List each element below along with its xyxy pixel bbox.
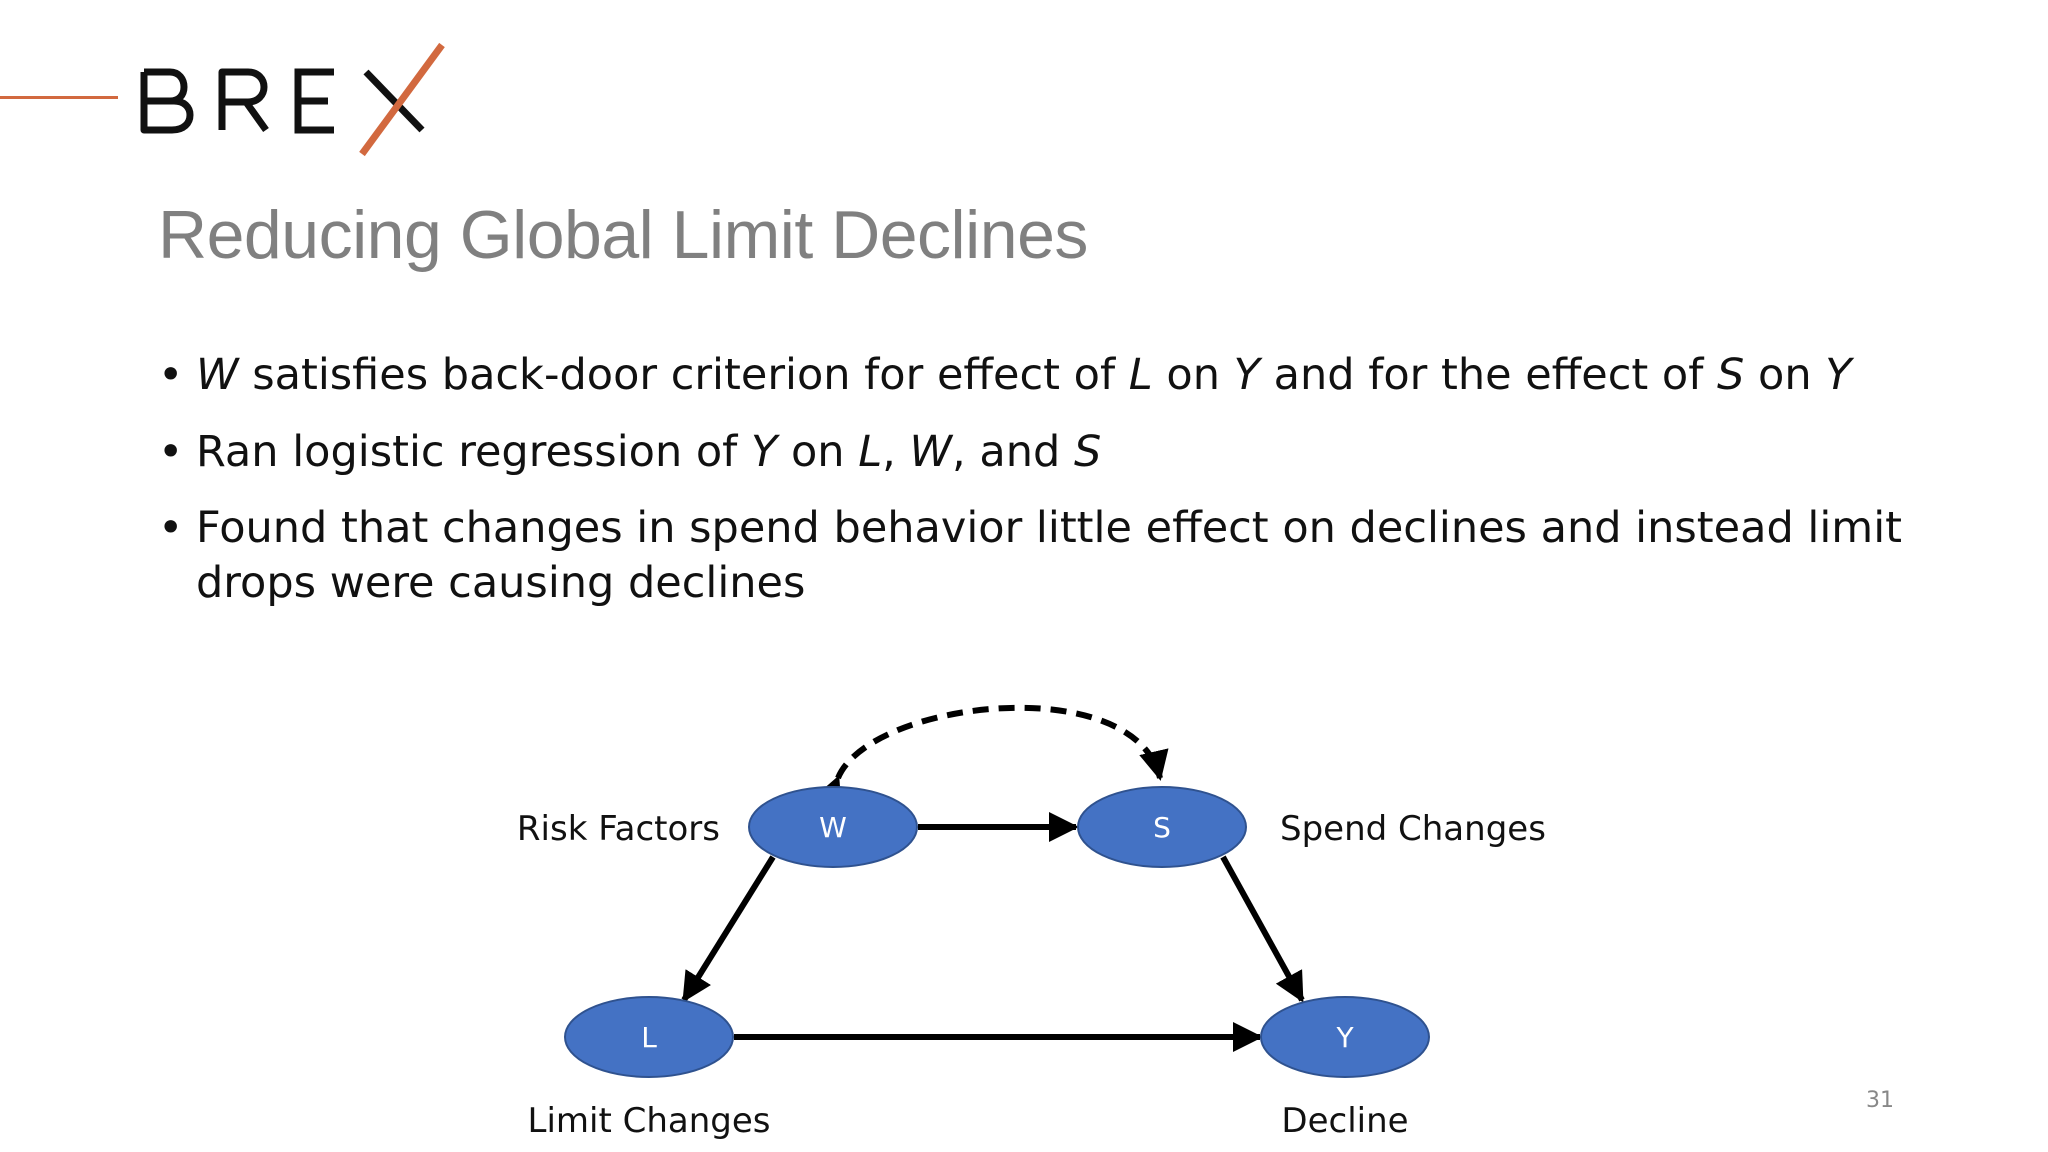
logo-accent-rule bbox=[0, 96, 118, 99]
bullet-text: Ran logistic regression of Y on L, W, an… bbox=[196, 425, 1101, 480]
bullet-text: Found that changes in spend behavior lit… bbox=[196, 501, 1902, 611]
edge-s-y bbox=[1220, 855, 1305, 1003]
node-w-label: W bbox=[819, 811, 847, 844]
math-variable: Y bbox=[1825, 350, 1852, 400]
bullet-symbol: • bbox=[158, 503, 184, 553]
text-run: Ran logistic regression of bbox=[196, 427, 751, 477]
brex-logo bbox=[140, 42, 445, 157]
node-s-label: S bbox=[1153, 811, 1171, 844]
math-variable: W bbox=[196, 350, 239, 400]
bullet-symbol: • bbox=[158, 427, 184, 477]
text-run: on bbox=[1152, 350, 1234, 400]
math-variable: Y bbox=[1233, 350, 1260, 400]
node-y: Y bbox=[1260, 996, 1430, 1078]
text-run: on bbox=[777, 427, 859, 477]
math-variable: L bbox=[1128, 350, 1153, 400]
bullet-text-line: Found that changes in spend behavior lit… bbox=[196, 503, 1902, 553]
bullet-text: W satisfies back-door criterion for effe… bbox=[196, 348, 1852, 403]
text-run: and for the effect of bbox=[1259, 350, 1718, 400]
edge-w-s-dashed bbox=[813, 704, 1169, 809]
node-l: L bbox=[564, 996, 734, 1078]
node-w-side-label: Risk Factors bbox=[517, 809, 720, 849]
node-y-side-label: Decline bbox=[1281, 1101, 1408, 1141]
text-run: , bbox=[882, 427, 910, 477]
edge-w-l bbox=[681, 855, 776, 1003]
node-l-side-label: Limit Changes bbox=[528, 1101, 771, 1141]
math-variable: L bbox=[858, 427, 883, 477]
node-l-label: L bbox=[641, 1021, 657, 1054]
node-s: S bbox=[1077, 786, 1247, 868]
node-w: W bbox=[748, 786, 918, 868]
bullet-text-line: drops were causing declines bbox=[196, 558, 806, 608]
math-variable: S bbox=[1073, 427, 1102, 477]
text-run: on bbox=[1744, 350, 1826, 400]
text-run: , and bbox=[952, 427, 1074, 477]
math-variable: Y bbox=[751, 427, 778, 477]
bullet-symbol: • bbox=[158, 350, 184, 400]
node-y-label: Y bbox=[1335, 1021, 1354, 1054]
page-number: 31 bbox=[1866, 1088, 1894, 1113]
math-variable: S bbox=[1717, 350, 1745, 400]
math-variable: W bbox=[909, 427, 953, 477]
node-s-side-label: Spend Changes bbox=[1280, 809, 1546, 849]
slide-title: Reducing Global Limit Declines bbox=[158, 197, 1088, 273]
text-run: satisfies back-door criterion for effect… bbox=[238, 350, 1129, 400]
